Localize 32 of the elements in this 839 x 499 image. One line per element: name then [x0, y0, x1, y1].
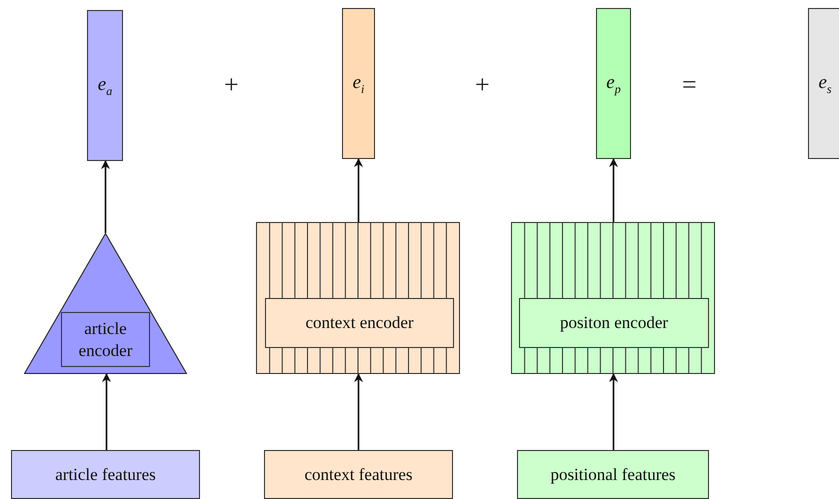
embedding-vector-box — [596, 8, 631, 159]
encoder-triangle — [24, 233, 187, 374]
arrow — [609, 158, 618, 222]
arrow — [101, 160, 110, 233]
vector-label: e$_{i}$ — [352, 70, 364, 96]
operator-symbol: + — [224, 72, 239, 98]
striped-encoder-box — [511, 222, 715, 374]
striped-encoder-box — [256, 222, 460, 374]
box-label: article encoder — [78, 318, 134, 361]
box-label: positon encoder — [560, 312, 668, 334]
process-box — [519, 298, 709, 348]
arrow — [354, 373, 363, 450]
box-label: article features — [55, 464, 156, 486]
arrow — [354, 158, 363, 222]
box-label: positional features — [550, 464, 676, 486]
process-box — [264, 450, 453, 499]
box-label: context features — [304, 464, 413, 486]
arrow — [609, 373, 618, 450]
embedding-vector-box — [342, 8, 375, 159]
process-box — [11, 450, 200, 499]
operator-symbol: = — [682, 72, 697, 98]
vector-label: e$_{a}$ — [98, 72, 112, 98]
embedding-vector-box — [87, 10, 123, 161]
process-box — [265, 298, 454, 348]
operator-symbol: + — [475, 72, 490, 98]
box-label: context encoder — [305, 312, 414, 334]
process-box — [517, 450, 709, 499]
vector-label: e$_{s}$ — [818, 70, 832, 96]
vector-label: e$_{p}$ — [606, 70, 621, 96]
arrow — [102, 373, 111, 450]
embedding-vector-box — [808, 8, 839, 159]
process-box — [61, 312, 150, 367]
